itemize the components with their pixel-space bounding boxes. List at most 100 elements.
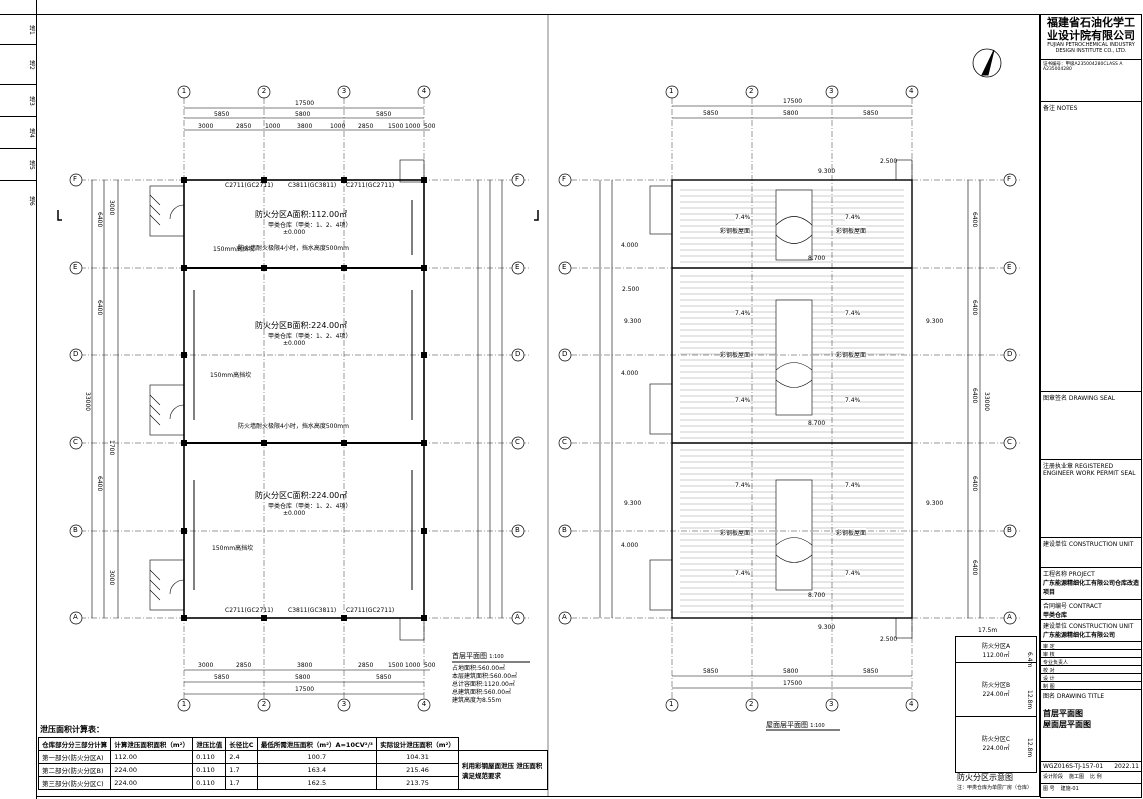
dimension: 2850	[358, 123, 374, 130]
slope-mark: 7.4%	[845, 397, 861, 404]
table-cell: 第二部分(防火分区B)	[37, 763, 112, 777]
inset-zone: 防火分区C 224.00㎡	[956, 716, 1036, 771]
dimension: 1000	[405, 662, 421, 669]
drawing-title: 屋面层平面图	[1043, 720, 1091, 729]
table-header-cell: 长径比C	[225, 737, 258, 751]
axis-label: 1	[669, 87, 674, 95]
slope-mark: 7.4%	[735, 214, 751, 221]
dimension: 5850	[703, 110, 719, 117]
table-row: 第一部分(防火分区A) 112.00 0.110 2.4 100.7 104.3…	[37, 750, 548, 790]
dimension: 5850	[214, 111, 230, 118]
role-row: 审 定	[1041, 641, 1141, 650]
axis-label: E	[1007, 263, 1012, 271]
dimension: 6400	[971, 388, 978, 404]
table-cell: 2.4	[225, 750, 258, 764]
axis-label: D	[515, 350, 521, 358]
axis-label: 2	[749, 87, 754, 95]
elevation-mark: ±0.000	[283, 229, 306, 236]
elevation-mark: 2.500	[880, 636, 898, 643]
plan-title: 首层平面图 1:100	[452, 652, 504, 660]
slope-mark: 7.4%	[845, 570, 861, 577]
table-row: 第二部分(防火分区B) 224.00 0.110 1.7 163.4 215.4…	[37, 763, 548, 777]
window-tag: C3811(GC3811)	[288, 607, 337, 614]
drawing-no-row: WGZ016S-TJ-157-01 2022.11	[1041, 761, 1141, 771]
axis-label: B	[1007, 526, 1012, 534]
seal-cell: 图章签名 DRAWING SEAL	[1041, 391, 1141, 459]
table-cell: 1.7	[225, 776, 258, 790]
summary-line: 总计容面积:1120.00㎡	[452, 681, 515, 688]
dimension: 3800	[297, 662, 313, 669]
dimension: 1500	[388, 123, 404, 130]
table-cell: 第三部分(防火分区C)	[37, 776, 112, 790]
summary-line: 总建筑面积:560.00㎡	[452, 689, 512, 696]
elevation-mark: 9.300	[926, 318, 944, 325]
drawing-date: 2022.11	[1114, 763, 1139, 770]
table-note: 利用彩钢屋面泄压 泄压面积满足规范要求	[458, 750, 548, 790]
dimension: 5850	[214, 674, 230, 681]
window-tag: C2711(GC2711)	[346, 182, 395, 189]
roof-label: 彩钢板屋面	[720, 528, 751, 537]
inset-zone-name: 防火分区B	[981, 682, 1011, 689]
dimension: 3000	[198, 123, 214, 130]
summary-line: 本层建筑面积:560.00㎡	[452, 673, 518, 680]
elevation-mark: 4.000	[621, 242, 639, 249]
summary-line: 占地面积:560.00㎡	[452, 665, 506, 672]
fire-wall-note: 防火墙耐火极限4小时，挡水高度500mm	[238, 245, 349, 252]
north-arrow-icon	[972, 48, 1002, 78]
slope-mark: 7.4%	[735, 310, 751, 317]
drawing-title-label: 图名 DRAWING TITLE	[1043, 693, 1105, 700]
axis-label: F	[562, 175, 567, 183]
elevation-mark: 4.000	[621, 542, 639, 549]
dimension: 500	[424, 123, 436, 130]
axis-label: 3	[341, 700, 347, 708]
dimension: 1000	[405, 123, 421, 130]
strip-cell: 地1	[0, 14, 36, 45]
table-cell: 163.4	[256, 763, 378, 777]
dimension: 5850	[703, 668, 719, 675]
axis-label: E	[562, 263, 567, 271]
inset-zone-name: 防火分区C	[981, 736, 1011, 743]
axis-label: D	[73, 350, 79, 358]
axis-label: A	[515, 613, 520, 621]
axis-label: E	[515, 263, 520, 271]
slope-mark: 7.4%	[735, 570, 751, 577]
dimension: 2850	[358, 662, 374, 669]
company-name-en: FUJIAN PETROCHEMICAL INDUSTRY DESIGN INS…	[1047, 42, 1135, 54]
axis-label: 1	[669, 700, 674, 708]
axis-label: 4	[909, 87, 914, 95]
owner-label: 建设单位 CONSTRUCTION UNIT	[1043, 623, 1134, 630]
axis-label: 3	[829, 700, 834, 708]
axis-label: 4	[909, 700, 914, 708]
axis-label: B	[515, 526, 520, 534]
table-header-cell: 实际设计泄压面积（m²）	[376, 737, 459, 751]
elevation-mark: 8.700	[808, 420, 826, 427]
contract-value: 甲类仓库	[1043, 612, 1068, 619]
roof-label: 彩钢板屋面	[836, 350, 867, 359]
dimension: 33000	[983, 392, 990, 412]
table-cell: 0.110	[192, 763, 227, 777]
table-cell: 162.5	[256, 776, 378, 790]
axis-label: C	[515, 438, 520, 446]
axis-label: D	[1007, 350, 1013, 358]
dimension: 5850	[863, 668, 879, 675]
contract-cell: 合同编号 CONTRACT 甲类仓库	[1041, 599, 1141, 619]
reg-seal-cell: 注册执业章 REGISTERED ENGINEER WORK PERMIT SE…	[1041, 459, 1141, 537]
fire-wall-note: 防火墙耐火极限4小时，挡水高度500mm	[238, 423, 349, 430]
strip-cell: 地6	[0, 180, 36, 221]
slope-mark: 7.4%	[845, 214, 861, 221]
axis-label: C	[1007, 438, 1012, 446]
sheet-row: 图 号 建施-01	[1041, 783, 1141, 795]
zone-label: 防火分区B面积:224.00㎡	[255, 321, 348, 330]
roof-label: 彩钢板屋面	[836, 226, 867, 235]
inset-zone-name: 防火分区A	[981, 643, 1011, 650]
dimension: 5850	[376, 111, 392, 118]
strip-cell: 地5	[0, 148, 36, 181]
table-title: 泄压面积计算表：	[40, 725, 104, 734]
zone-label: 防火分区C面积:224.00㎡	[255, 491, 348, 500]
left-margin-strip: 地1 地2 地3 地4 地5 地6	[0, 0, 37, 799]
inset-zone-area: 224.00㎡	[982, 691, 1010, 698]
axis-label: 4	[421, 87, 427, 95]
stage-value: 施工图	[1069, 774, 1085, 780]
